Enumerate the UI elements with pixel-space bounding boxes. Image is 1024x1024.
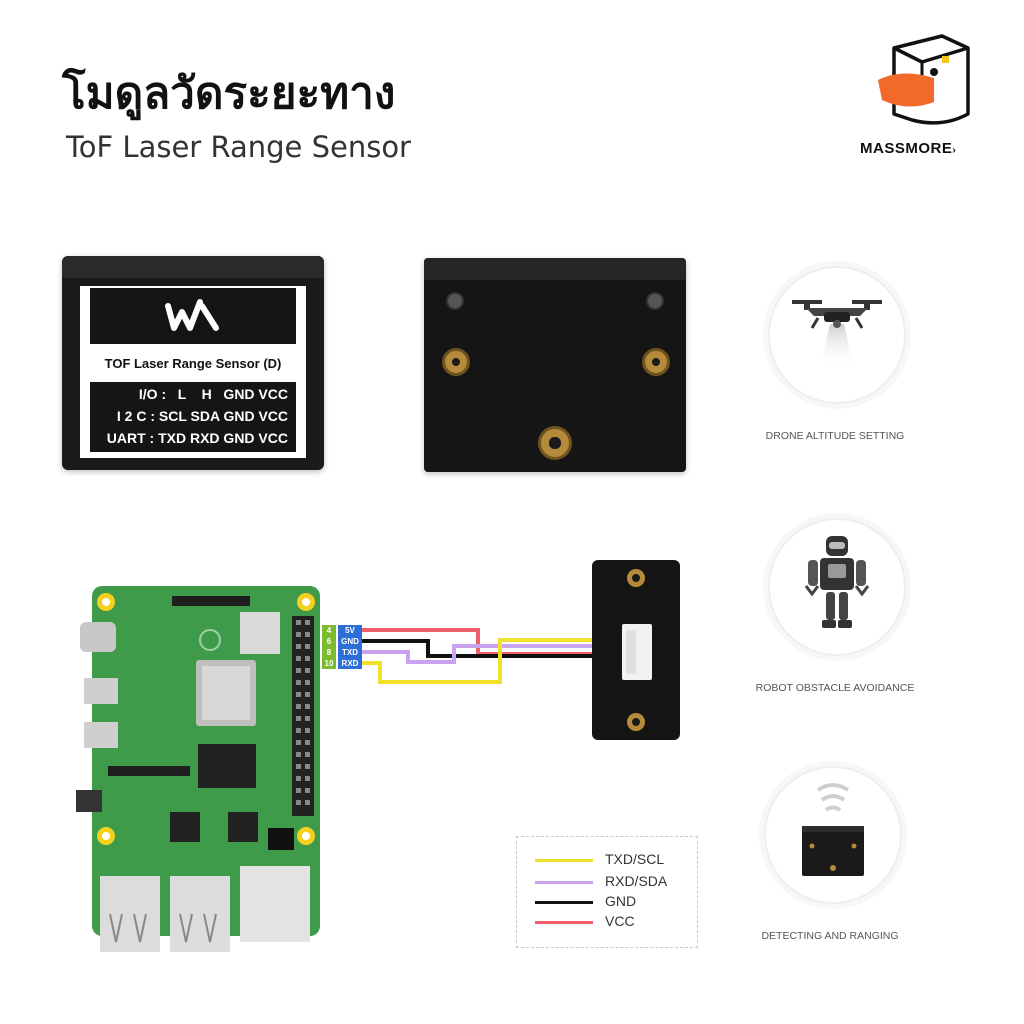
raspberry-pi-wiring-svg: [76, 560, 680, 952]
sensor-back-top: [424, 258, 686, 280]
gpio-pin-signal: 5V: [338, 625, 362, 636]
mount-insert-right-icon: [642, 348, 670, 376]
legend-item: GND: [535, 893, 705, 911]
pin-row-i2c: I 2 C : SCL SDA GND VCC: [117, 408, 288, 424]
gpio-pin-number: 10: [322, 658, 336, 669]
sensor-pin-table: I/O : L H GND VCC I 2 C : SCL SDA GND VC…: [90, 382, 296, 452]
legend-item: RXD/SDA: [535, 873, 705, 891]
sensor-ranging-icon: [802, 783, 864, 876]
gpio-pin-signal: GND: [338, 636, 362, 647]
wiring-diagram: 4 5V 6 GND 8 TXD 10 RXD: [60, 550, 720, 970]
legend-item: VCC: [535, 913, 705, 931]
application-drone: [768, 266, 906, 404]
legend-swatch: [535, 921, 593, 924]
screw-left-icon: [446, 292, 464, 310]
application-ranging: [764, 766, 902, 904]
gpio-pin-signal: RXD: [338, 658, 362, 669]
legend-label: RXD/SDA: [605, 873, 668, 889]
pin-row-uart: UART : TXD RXD GND VCC: [107, 430, 288, 446]
screw-right-icon: [646, 292, 664, 310]
legend-swatch: [535, 881, 593, 884]
pin-names: SCL SDA GND VCC: [158, 408, 288, 424]
brand-name-text: MASSMORE: [860, 140, 953, 157]
brand-arrow-icon: ›: [952, 145, 957, 156]
gpio-pin-signal: TXD: [338, 647, 362, 658]
gpio-pin-number: 4: [322, 625, 336, 636]
robot-icon: [804, 536, 870, 628]
legend-label: GND: [605, 893, 637, 909]
sensor-front-top: [62, 256, 324, 278]
pin-row-io: I/O : L H GND VCC: [139, 386, 288, 402]
legend-label: VCC: [605, 913, 635, 929]
application-caption-drone: DRONE ALTITUDE SETTING: [765, 430, 905, 442]
sensor-label-name: TOF Laser Range Sensor (D): [104, 356, 282, 371]
mount-insert-center-icon: [538, 426, 572, 460]
gpio-pin-number: 6: [322, 636, 336, 647]
pin-mode: I/O :: [138, 386, 167, 402]
sensor-back-view: [424, 258, 686, 472]
legend-label: TXD/SCL: [605, 851, 665, 867]
application-caption-robot: ROBOT OBSTACLE AVOIDANCE: [755, 682, 915, 694]
brand-logo: [872, 28, 982, 136]
sensor-label-card: TOF Laser Range Sensor (D) I/O : L H GND…: [80, 286, 306, 458]
legend-swatch: [535, 901, 593, 904]
pin-mode: UART :: [106, 430, 155, 446]
legend-item: TXD/SCL: [535, 851, 705, 869]
mount-insert-left-icon: [442, 348, 470, 376]
page-title-thai: โมดูลวัดระยะทาง: [62, 68, 396, 119]
gpio-pin-number: 8: [322, 647, 336, 658]
wire-color-legend: TXD/SCL RXD/SDA GND VCC: [516, 836, 698, 948]
pin-mode: I 2 C :: [116, 408, 155, 424]
legend-swatch: [535, 859, 593, 862]
sensor-front-view: TOF Laser Range Sensor (D) I/O : L H GND…: [62, 256, 324, 470]
application-robot: [768, 518, 906, 656]
duck-box-logo-icon: [878, 34, 970, 125]
drone-icon: [792, 300, 882, 368]
waveshare-logo-icon: [165, 299, 219, 331]
page-subtitle: ToF Laser Range Sensor: [66, 130, 411, 164]
pin-names: TXD RXD GND VCC: [158, 430, 288, 446]
sensor-label-logo-area: [90, 288, 296, 344]
brand-name: MASSMORE›: [860, 140, 956, 157]
application-caption-ranging: DETECTING AND RANGING: [761, 930, 899, 942]
pin-names: L H GND VCC: [177, 386, 288, 402]
